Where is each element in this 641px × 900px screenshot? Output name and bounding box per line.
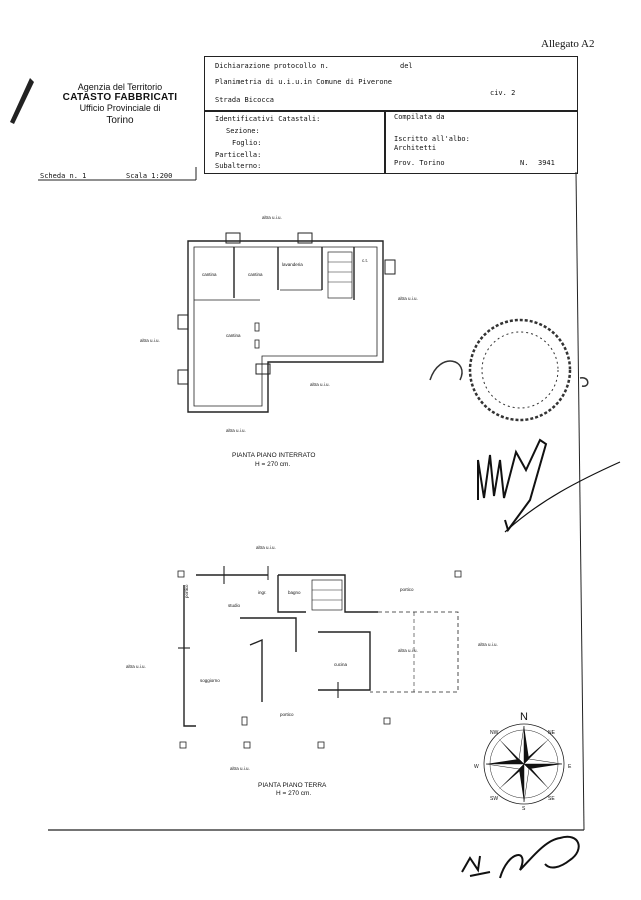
subalterno-label: Subalterno: (215, 162, 262, 170)
agency-city: Torino (106, 115, 134, 126)
ground-pillar-5 (317, 741, 325, 749)
compass-e: E (568, 764, 572, 770)
compass-nw: NW (490, 730, 499, 736)
ground-label-portico-left: portico (184, 584, 189, 598)
ground-left-wall (183, 585, 196, 727)
signature-2 (461, 835, 580, 879)
ground-label-altra-bottom: altra u.i.u. (230, 766, 250, 771)
basement-label-altra-bottom-right: altra u.i.u. (310, 382, 330, 387)
registered-label: Iscritto all'albo: (394, 135, 470, 143)
basement-label-lavanderia: lavanderia (282, 262, 303, 267)
agency-name: Agenzia del Territorio (77, 82, 163, 92)
ground-pillar-7 (241, 716, 248, 726)
basement-label-altra-left: altra u.i.u. (140, 338, 160, 343)
ground-label-studio: studio (228, 603, 241, 608)
ground-label-bagno: bagno (288, 590, 301, 595)
ground-title: PIANTA PIANO TERRA (258, 782, 327, 789)
planimetry-label: Planimetria di u.i.u.in Comune di Pivero… (215, 78, 393, 86)
ground-stair (311, 579, 343, 611)
ground-pillar-6 (383, 717, 391, 725)
sezione-label: Sezione: (226, 127, 260, 135)
basement-pillar-2 (254, 339, 260, 349)
basement-label-altra-right: altra u.i.u. (398, 296, 418, 301)
ground-label-cucina: cucina (334, 662, 348, 667)
basement-label-altra-bottom: altra u.i.u. (226, 428, 246, 433)
basement-stair (327, 251, 353, 299)
ground-label-portico-top: portico (400, 587, 414, 592)
basement-label-cantina-2: cantina (248, 272, 263, 277)
basement-plan (177, 232, 396, 413)
ground-pillar-2 (454, 570, 462, 578)
agency-division: CATASTO FABBRICATI (62, 92, 178, 103)
ground-pillar-4 (243, 741, 251, 749)
foglio-label: Foglio: (232, 139, 262, 147)
ground-plan (177, 566, 462, 749)
ground-pillar-1 (177, 570, 185, 578)
identifiers-title: Identificativi Catastali: (215, 115, 321, 123)
compass-rose (483, 723, 565, 805)
basement-window-2 (297, 232, 313, 244)
ground-label-altra-right: altra u.i.u. (478, 642, 498, 647)
particella-label: Particella: (215, 151, 262, 159)
ground-label-altra-top: altra u.i.u. (256, 545, 276, 550)
frame-right-line (575, 171, 585, 831)
scheda-label: Scheda n. 1 (40, 172, 87, 180)
profession-label: Architetti (394, 144, 437, 152)
official-stamp (429, 318, 589, 422)
basement-outer-wall (187, 240, 384, 413)
basement-label-altra-top: altra u.i.u. (262, 215, 282, 220)
province-label: Prov. Torino (394, 159, 445, 167)
compass-n: N (520, 711, 528, 723)
declaration-box (204, 56, 578, 112)
basement-label-ct: c.t. (362, 258, 369, 263)
ground-curve-wall (249, 638, 263, 702)
street-label: Strada Bicocca (215, 96, 275, 104)
compass-w: W (474, 764, 479, 770)
signature-1 (477, 438, 621, 533)
basement-label-cantina-1: cantina (202, 272, 217, 277)
protocol-label: Dichiarazione protocollo n. (215, 62, 329, 70)
ground-label-altra-left: altra u.i.u. (126, 664, 146, 669)
ground-label-altra-inner: altra u.i.u. (398, 648, 418, 653)
ground-inner-wall-1 (240, 617, 297, 652)
attachment-label: Allegato A2 (541, 38, 595, 50)
basement-pillar-1 (254, 322, 260, 332)
basement-window-5 (177, 369, 189, 385)
basement-height: H = 270 cm. (255, 461, 291, 468)
compiler-box (384, 110, 578, 174)
ground-label-soggiorno: soggiorno (200, 678, 220, 683)
scala-label: Scala 1:200 (126, 172, 173, 180)
ground-label-portico-bottom: portico (280, 712, 294, 717)
number-value: 3941 (538, 159, 555, 167)
basement-window-3 (384, 259, 396, 275)
ground-pillar-3 (179, 741, 187, 749)
civ-label: civ. 2 (490, 89, 516, 97)
corner-mark (10, 78, 34, 124)
identifiers-box (204, 110, 386, 174)
basement-title: PIANTA PIANO INTERRATO (232, 452, 316, 459)
compiled-by-label: Compilata da (394, 113, 445, 121)
compass-sw: SW (490, 796, 498, 802)
ground-height: H = 270 cm. (276, 790, 312, 797)
ground-kitchen-wall (318, 631, 371, 691)
compass-se: SE (548, 796, 555, 802)
basement-label-cantina-3: cantina (226, 333, 241, 338)
basement-window-4 (177, 314, 189, 330)
agency-block: Agenzia del Territorio CATASTO FABBRICAT… (50, 82, 190, 126)
basement-window-6 (255, 363, 271, 375)
ground-bath-wall (277, 575, 306, 613)
agency-office: Ufficio Provinciale di (79, 103, 161, 113)
compass-s: S (522, 806, 526, 812)
ground-label-ingr: ingr. (258, 590, 267, 595)
date-label: del (400, 62, 413, 70)
basement-inner-wall (193, 246, 378, 407)
number-label: N. (520, 159, 529, 167)
basement-window-1 (225, 232, 241, 244)
ground-top-wall-2 (278, 574, 378, 613)
compass-ne: NE (548, 730, 556, 736)
